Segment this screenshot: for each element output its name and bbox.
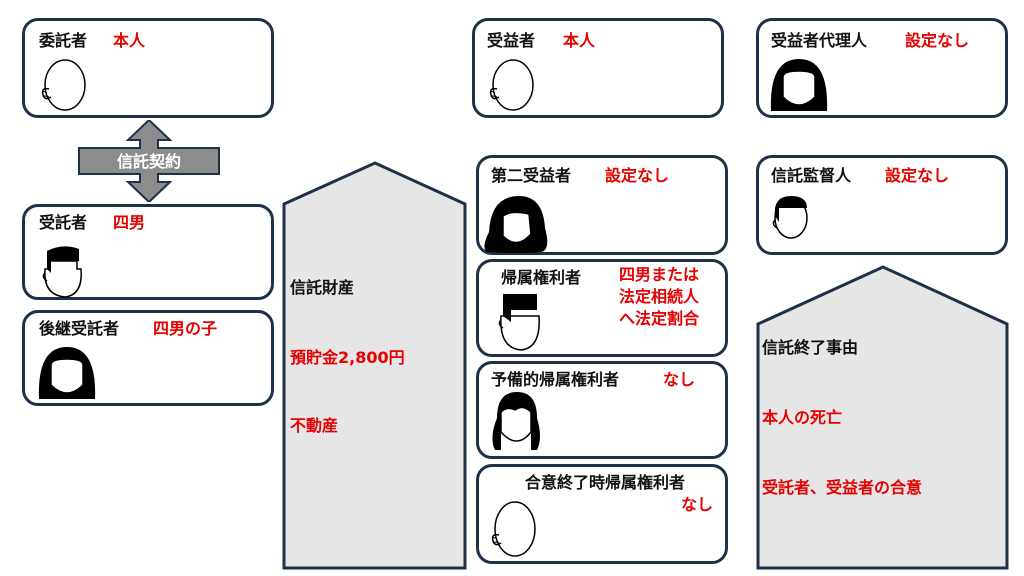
beneficiary-card: 受益者 本人 xyxy=(472,18,724,118)
trust-supervisor-role: 信託監督人 xyxy=(771,166,852,185)
reserve-vested-right-holder-role: 予備的帰属権利者 xyxy=(491,370,620,389)
trust-property-item: 不動産 xyxy=(290,416,339,435)
girl-icon xyxy=(491,388,541,454)
woman-icon xyxy=(767,57,831,113)
settlor-card: 委託者 本人 xyxy=(22,18,274,118)
successor-trustee-role: 後継受託者 xyxy=(39,319,120,338)
man-icon xyxy=(767,188,811,242)
beneficiary-agent-role: 受益者代理人 xyxy=(771,31,868,50)
second-beneficiary-role: 第二受益者 xyxy=(491,166,572,185)
elderly-person-icon xyxy=(487,497,537,559)
trustee-role: 受託者 xyxy=(39,213,88,232)
termination-reasons-panel: 信託終了事由 本人の死亡 受託者、受益者の合意 xyxy=(756,264,1010,572)
consensual-termination-holder-role: 合意終了時帰属権利者 xyxy=(525,473,686,492)
trust-supervisor-value: 設定なし xyxy=(885,166,950,185)
trust-contract-arrow: 信託契約 xyxy=(78,120,220,202)
man-icon xyxy=(37,239,87,299)
beneficiary-agent-card: 受益者代理人 設定なし xyxy=(756,18,1008,118)
trustee-value: 四男 xyxy=(113,213,146,232)
trust-property-title: 信託財産 xyxy=(290,278,355,297)
woman-icon xyxy=(481,192,551,254)
woman-icon xyxy=(35,345,99,401)
settlor-value: 本人 xyxy=(113,31,146,50)
trust-supervisor-card: 信託監督人 設定なし xyxy=(756,155,1008,255)
beneficiary-role: 受益者 xyxy=(487,31,536,50)
beneficiary-value: 本人 xyxy=(563,31,596,50)
successor-trustee-card: 後継受託者 四男の子 xyxy=(22,310,274,406)
trust-property-panel: 信託財産 預貯金2,800円 不動産 xyxy=(282,160,468,572)
trust-contract-label: 信託契約 xyxy=(116,152,181,171)
beneficiary-agent-value: 設定なし xyxy=(905,31,970,50)
consensual-termination-holder-card: 合意終了時帰属権利者 なし xyxy=(476,464,728,564)
elderly-person-icon xyxy=(37,57,87,113)
vested-right-holder-role: 帰属権利者 xyxy=(501,268,582,287)
vested-right-holder-value: 法定相続人 xyxy=(619,287,700,306)
settlor-role: 委託者 xyxy=(39,31,88,50)
termination-reasons-title: 信託終了事由 xyxy=(762,338,859,357)
vested-right-holder-card: 帰属権利者 四男または 法定相続人 へ法定割合 xyxy=(476,259,728,357)
second-beneficiary-value: 設定なし xyxy=(605,166,670,185)
reserve-vested-right-holder-value: なし xyxy=(663,370,696,389)
man-icon xyxy=(495,288,545,352)
successor-trustee-value: 四男の子 xyxy=(153,319,218,338)
termination-reason-item: 受託者、受益者の合意 xyxy=(762,478,923,497)
vested-right-holder-value: へ法定割合 xyxy=(619,309,700,328)
consensual-termination-holder-value: なし xyxy=(681,495,714,514)
termination-reason-item: 本人の死亡 xyxy=(762,408,843,427)
elderly-person-icon xyxy=(485,57,535,113)
second-beneficiary-card: 第二受益者 設定なし xyxy=(476,155,728,255)
reserve-vested-right-holder-card: 予備的帰属権利者 なし xyxy=(476,361,728,459)
vested-right-holder-value: 四男または xyxy=(619,265,700,284)
trust-property-item: 預貯金2,800円 xyxy=(290,348,405,367)
trustee-card: 受託者 四男 xyxy=(22,204,274,300)
